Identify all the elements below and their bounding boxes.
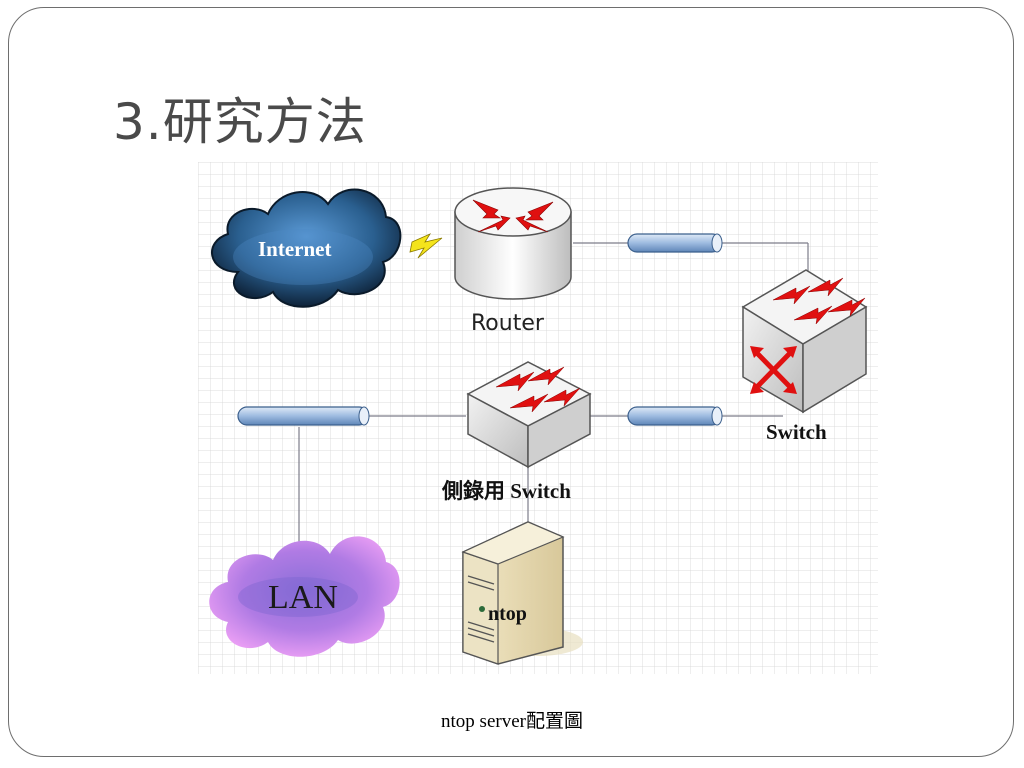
diagram-caption: ntop server配置圖 bbox=[441, 711, 583, 732]
ntop-label: ntop bbox=[488, 603, 527, 625]
ntop-server-icon bbox=[461, 521, 583, 665]
lan-label: LAN bbox=[268, 579, 338, 616]
network-diagram: Internet Router bbox=[198, 162, 878, 674]
router-icon bbox=[454, 187, 572, 300]
router-label: Router bbox=[471, 311, 545, 336]
slide-title: 3.研究方法 bbox=[113, 93, 367, 151]
link-pipe-icon bbox=[237, 406, 370, 426]
mirror-switch-icon bbox=[466, 361, 592, 469]
link-pipe-icon bbox=[627, 406, 723, 426]
mirror-switch-label: 側錄用 Switch bbox=[441, 479, 571, 503]
main-switch-icon bbox=[741, 269, 868, 414]
link-pipe-icon bbox=[627, 233, 723, 253]
lan-cloud-icon bbox=[209, 536, 400, 657]
main-switch-label: Switch bbox=[766, 420, 827, 444]
internet-cloud-icon bbox=[211, 188, 402, 308]
lightning-bolt-icon bbox=[409, 233, 443, 259]
internet-label: Internet bbox=[258, 237, 331, 261]
